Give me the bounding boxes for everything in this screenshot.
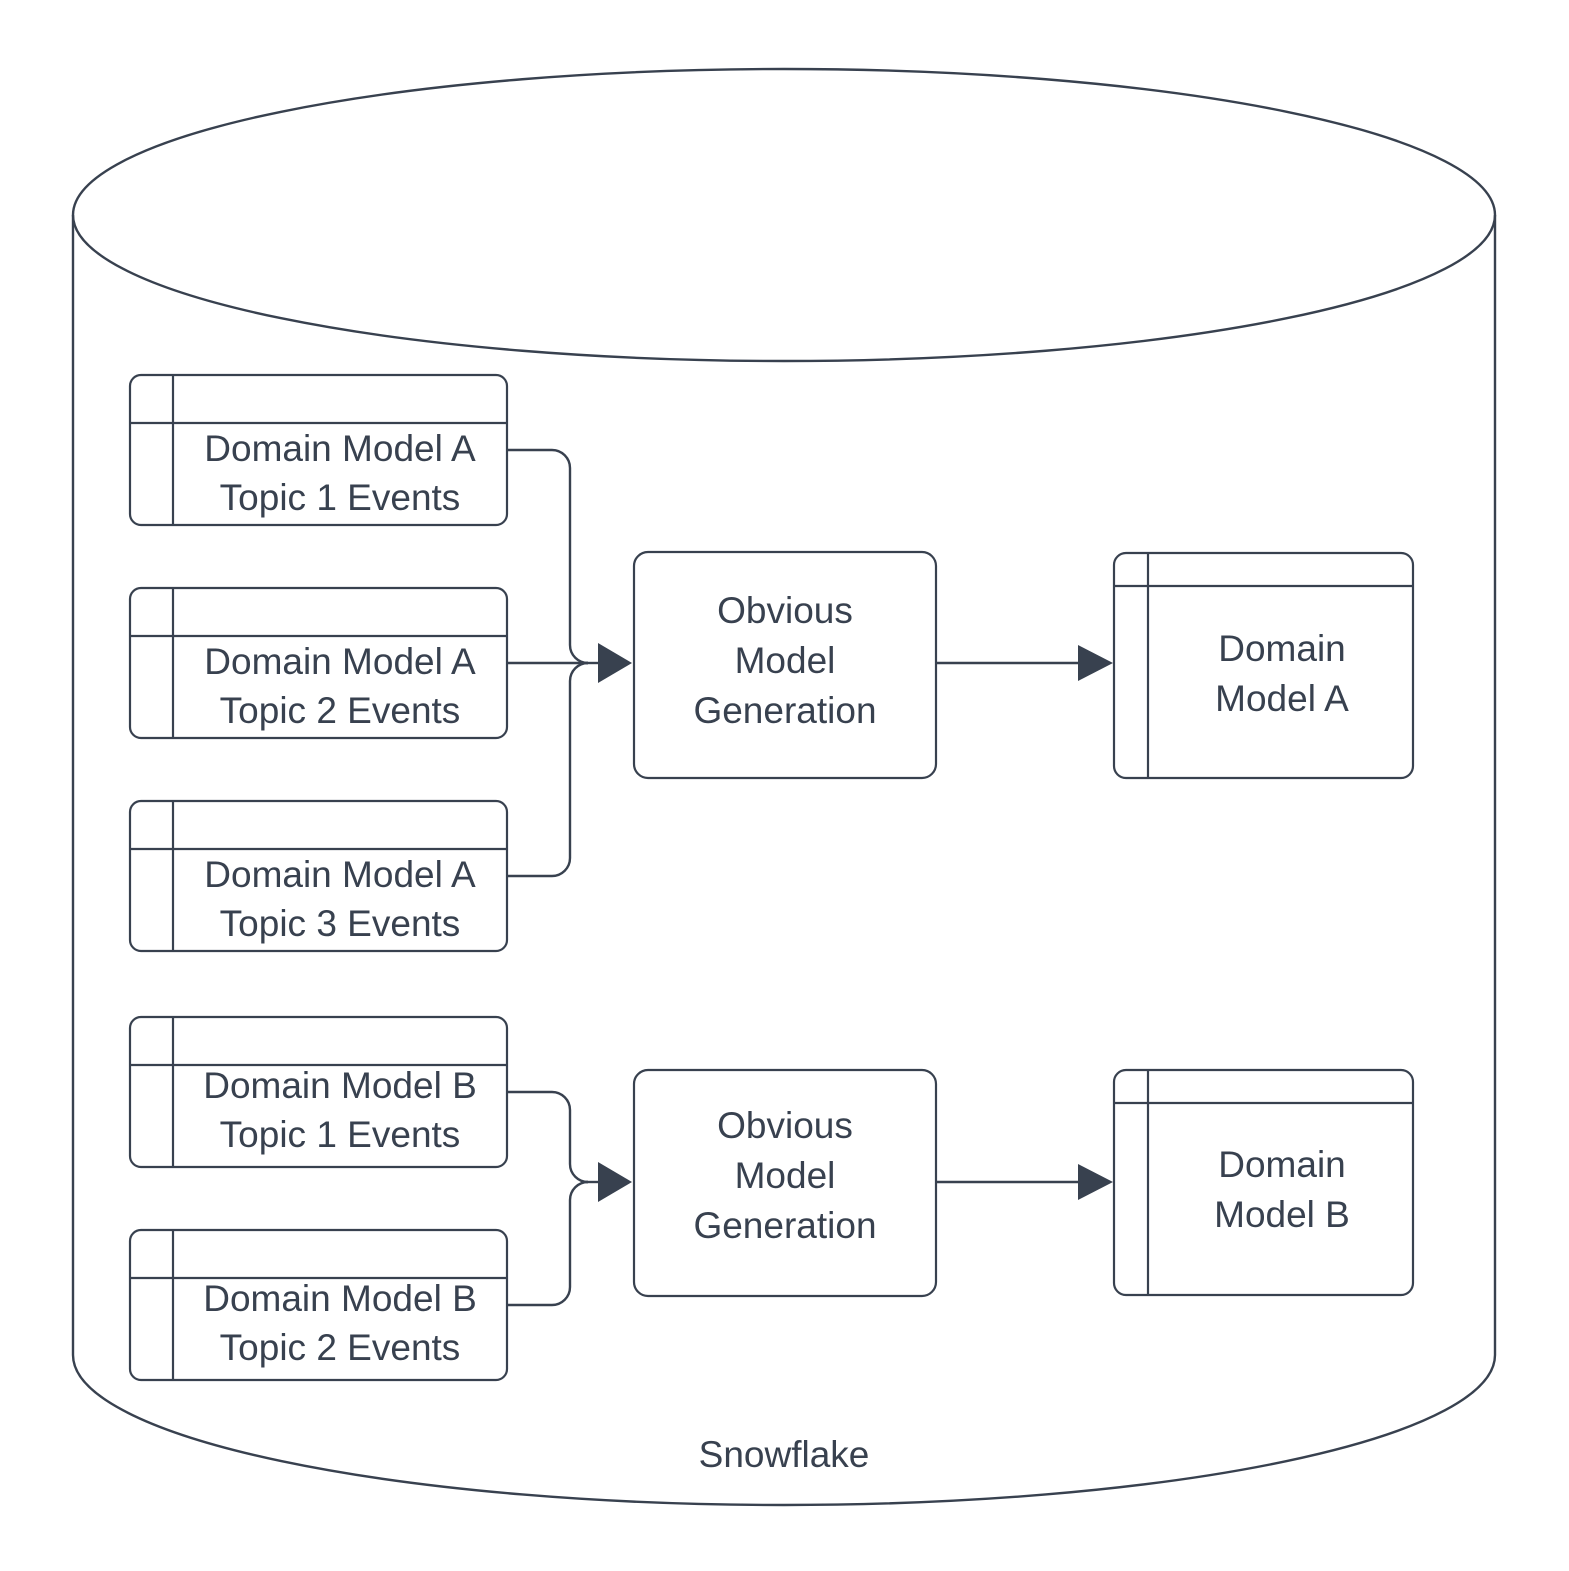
process-body [632, 1068, 938, 1298]
process-label-line3: Generation [693, 1205, 876, 1246]
process-label-line2: Model [735, 640, 836, 681]
process-label-line1: Obvious [717, 1105, 853, 1146]
table-label-line1: Domain Model B [203, 1278, 477, 1319]
source-table-b-topic-2[interactable]: Domain Model B Topic 2 Events [128, 1228, 509, 1382]
table-body [128, 1228, 509, 1382]
table-label-line1: Domain Model A [204, 641, 476, 682]
table-label-line1: Domain Model A [204, 428, 476, 469]
output-table-domain-model-a[interactable]: Domain Model A [1112, 551, 1415, 780]
process-label-line2: Model [735, 1155, 836, 1196]
connector-a-topic-1 [508, 448, 589, 665]
process-box-obvious-model-generation-b[interactable]: Obvious Model Generation [632, 1068, 938, 1298]
process-box-obvious-model-generation-a[interactable]: Obvious Model Generation [632, 550, 938, 780]
source-table-a-topic-2[interactable]: Domain Model A Topic 2 Events [128, 586, 509, 740]
snowflake-cylinder-container [71, 67, 1497, 1507]
table-label-line2: Topic 3 Events [220, 903, 461, 944]
table-body [128, 373, 509, 527]
connector-b-topic-1 [508, 1090, 589, 1184]
table-body [128, 586, 509, 740]
table-label-line2: Topic 1 Events [220, 1114, 461, 1155]
table-label-line2: Topic 2 Events [220, 1327, 461, 1368]
table-body [1112, 1068, 1415, 1297]
table-label-line1: Domain Model B [203, 1065, 477, 1106]
table-body [128, 1015, 509, 1169]
connector-a-topic-3 [508, 661, 589, 878]
source-table-a-topic-1[interactable]: Domain Model A Topic 1 Events [128, 373, 509, 527]
table-label-line2: Model A [1215, 678, 1349, 719]
cylinder-body [71, 215, 1497, 1507]
cylinder-top-ellipse [71, 67, 1497, 363]
source-table-b-topic-1[interactable]: Domain Model B Topic 1 Events [128, 1015, 509, 1169]
process-label-line1: Obvious [717, 590, 853, 631]
table-body [1112, 551, 1415, 780]
output-table-domain-model-b[interactable]: Domain Model B [1112, 1068, 1415, 1297]
connector-group-a [508, 448, 1113, 878]
table-label-line1: Domain [1218, 1144, 1346, 1185]
connector-group-b [508, 1090, 1113, 1307]
arrowhead-a-output [1078, 645, 1113, 681]
table-label-line2: Model B [1214, 1194, 1350, 1235]
cylinder-label-snowflake: Snowflake [699, 1434, 870, 1475]
table-label-line1: Domain Model A [204, 854, 476, 895]
arrowhead-a-input [598, 643, 632, 683]
arrowhead-b-output [1078, 1164, 1113, 1200]
arrowhead-b-input [598, 1162, 632, 1202]
table-body [128, 799, 509, 953]
table-label-line2: Topic 1 Events [220, 477, 461, 518]
connector-b-topic-2 [508, 1180, 589, 1307]
table-label-line2: Topic 2 Events [220, 690, 461, 731]
process-label-line3: Generation [693, 690, 876, 731]
process-body [632, 550, 938, 780]
source-table-a-topic-3[interactable]: Domain Model A Topic 3 Events [128, 799, 509, 953]
table-label-line1: Domain [1218, 628, 1346, 669]
